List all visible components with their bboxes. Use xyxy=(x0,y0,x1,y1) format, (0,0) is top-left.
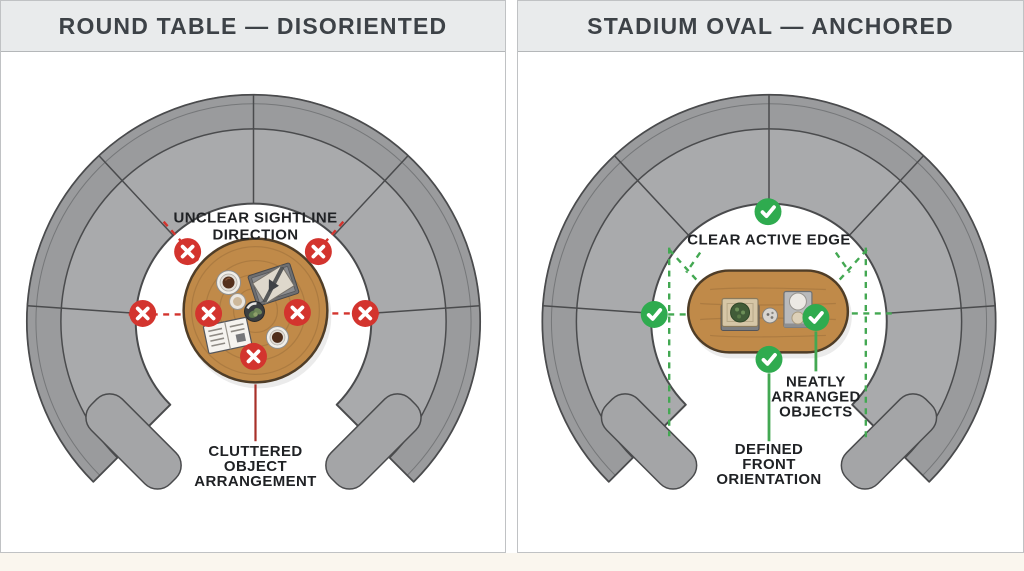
panel-stadium-oval-body: CLEAR ACTIVE EDGE NEATLY ARRANGED OBJECT… xyxy=(518,52,1023,553)
small-dish-icon xyxy=(229,293,247,310)
label-clear-active-edge: CLEAR ACTIVE EDGE xyxy=(687,232,850,249)
x-marker-icon xyxy=(127,298,159,329)
coffee-cup-icon xyxy=(265,325,289,349)
label-neatly-2: ARRANGED xyxy=(771,388,861,405)
label-defined-front: DEFINED xyxy=(735,441,804,458)
small-dish-icon xyxy=(762,307,778,324)
label-cluttered: CLUTTERED xyxy=(208,443,302,460)
panel-stadium-oval-header: STADIUM OVAL — ANCHORED xyxy=(518,1,1023,52)
open-book-icon xyxy=(202,316,253,354)
label-neatly: NEATLY xyxy=(786,373,846,390)
x-marker-icon xyxy=(282,297,313,328)
panel-round-table-body: UNCLEAR SIGHTLINE DIRECTION CLUTTERED OB… xyxy=(1,52,505,553)
plant-icon xyxy=(244,301,265,322)
label-neatly-3: OBJECTS xyxy=(779,403,852,420)
check-marker-icon xyxy=(753,344,785,375)
panel-round-table: ROUND TABLE — DISORIENTED xyxy=(0,0,506,553)
check-marker-icon xyxy=(800,302,832,333)
x-marker-icon xyxy=(303,236,334,267)
x-marker-icon xyxy=(193,298,224,329)
panel-stadium-oval: STADIUM OVAL — ANCHORED xyxy=(517,0,1024,553)
label-defined-front-3: ORIENTATION xyxy=(716,471,821,488)
label-cluttered-2: OBJECT xyxy=(224,458,287,475)
panel-stadium-oval-title: STADIUM OVAL — ANCHORED xyxy=(587,12,954,39)
check-marker-icon xyxy=(752,196,784,228)
x-marker-icon xyxy=(238,341,269,372)
bottom-strip xyxy=(0,553,1024,571)
check-marker-icon xyxy=(638,299,670,330)
x-marker-icon xyxy=(349,298,381,329)
book-stack-icon xyxy=(247,262,300,307)
stadium-oval-table xyxy=(686,269,852,359)
panel-round-table-header: ROUND TABLE — DISORIENTED xyxy=(1,1,505,52)
round-table-diagram: UNCLEAR SIGHTLINE DIRECTION CLUTTERED OB… xyxy=(25,93,482,498)
x-marker-icon xyxy=(172,236,203,267)
label-unclear-sightline-2: DIRECTION xyxy=(213,227,299,244)
label-defined-front-2: FRONT xyxy=(742,456,796,473)
active-edge-dashed-lines xyxy=(668,247,892,442)
panel-round-table-title: ROUND TABLE — DISORIENTED xyxy=(58,12,448,39)
plant-tray-icon xyxy=(720,297,760,331)
label-cluttered-3: ARRANGEMENT xyxy=(194,473,316,490)
stadium-oval-diagram: CLEAR ACTIVE EDGE NEATLY ARRANGED OBJECT… xyxy=(541,93,997,498)
label-unclear-sightline: UNCLEAR SIGHTLINE xyxy=(174,210,338,227)
coffee-cup-icon xyxy=(216,270,242,296)
